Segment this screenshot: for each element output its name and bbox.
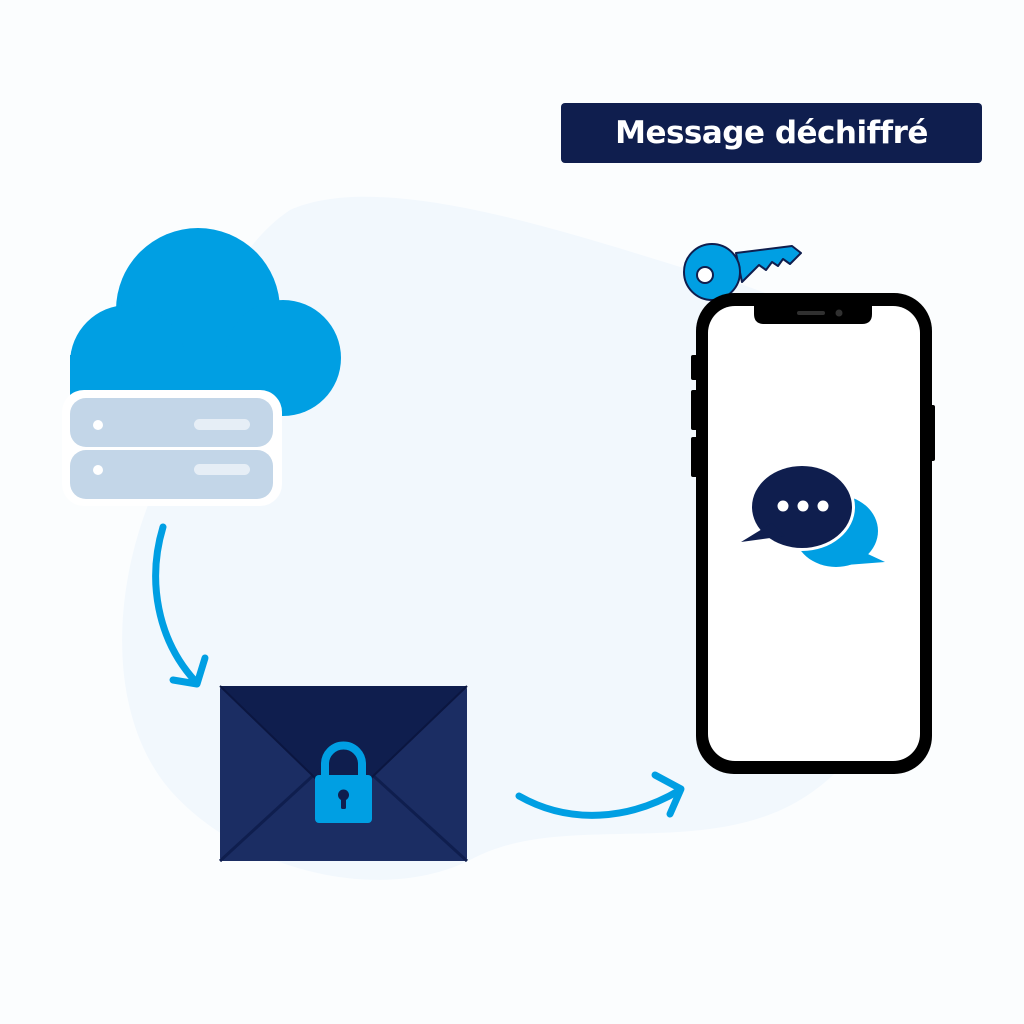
locked-envelope-icon [218,685,469,863]
badge-label: Message déchiffré [615,115,928,151]
decrypted-message-badge: Message déchiffré [561,103,982,163]
padlock-icon [315,741,372,823]
cloud-server-icon [62,228,341,506]
chat-bubbles-icon [741,463,885,567]
smartphone-icon [691,293,935,774]
server-rack-icon [62,390,282,506]
arrow-cloud-to-envelope [152,523,209,688]
key-icon [683,243,802,301]
arrow-envelope-to-phone [515,771,685,819]
